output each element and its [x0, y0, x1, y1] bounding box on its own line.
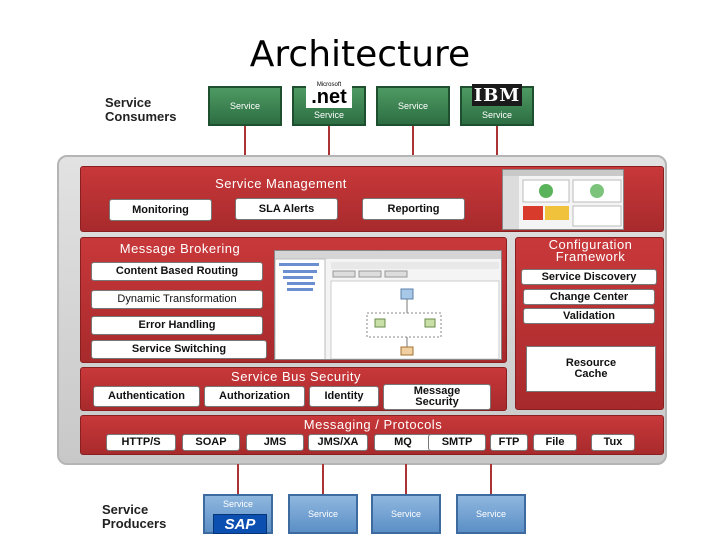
error-handling-pill[interactable]: Error Handling [91, 316, 263, 335]
sla-alerts-pill[interactable]: SLA Alerts [235, 198, 338, 220]
consumer-service-box-ibm[interactable]: IBM Service [460, 84, 534, 126]
producer-service-label: Service [222, 499, 253, 509]
consumer-service-label: Service [481, 110, 512, 120]
dotnet-logo: Microsoft .net [306, 82, 352, 108]
consumer-service-box[interactable]: Service [208, 86, 282, 126]
dashboard-thumbnail-icon [503, 170, 623, 229]
monitoring-pill[interactable]: Monitoring [109, 199, 212, 221]
producer-service-label: Service [390, 509, 421, 519]
validation-pill[interactable]: Validation [523, 308, 655, 324]
protocol-ftp[interactable]: FTP [490, 434, 528, 451]
resource-cache-box[interactable]: Resource Cache [526, 346, 656, 392]
protocol-soap[interactable]: SOAP [182, 434, 240, 451]
producer-service-label: Service [307, 509, 338, 519]
message-brokering-title: Message Brokering [119, 241, 241, 256]
sap-logo: SAP [213, 514, 267, 534]
messaging-title: Messaging / Protocols [303, 417, 443, 432]
dashboard-screenshot [502, 169, 624, 230]
change-center-pill[interactable]: Change Center [523, 289, 655, 305]
producer-connector [490, 464, 492, 496]
authentication-pill[interactable]: Authentication [93, 386, 200, 407]
producers-label: Service Producers [102, 502, 167, 531]
service-management-title: Service Management [215, 176, 347, 191]
consumer-connector [328, 124, 330, 156]
message-brokering-panel: Message Brokering Content Based Routing … [80, 237, 507, 363]
service-management-panel: Service Management Monitoring SLA Alerts… [80, 166, 664, 232]
content-routing-pill[interactable]: Content Based Routing [91, 262, 263, 281]
consumer-connector [412, 124, 414, 156]
protocol-smtp[interactable]: SMTP [428, 434, 486, 451]
producer-service-box[interactable]: Service [371, 494, 441, 534]
service-discovery-pill[interactable]: Service Discovery [521, 269, 657, 285]
protocol-tux[interactable]: Tux [591, 434, 635, 451]
message-security-pill[interactable]: Message Security [383, 384, 491, 410]
security-panel: Service Bus Security Authentication Auth… [80, 367, 507, 411]
reporting-pill[interactable]: Reporting [362, 198, 465, 220]
consumer-connector [244, 124, 246, 156]
producer-connector [322, 464, 324, 496]
protocol-jms[interactable]: JMS [246, 434, 304, 451]
configuration-panel: Configuration Framework Service Discover… [515, 237, 664, 410]
protocol-file[interactable]: File [533, 434, 577, 451]
consumer-service-label: Service [397, 101, 428, 111]
ibm-logo: IBM [472, 84, 522, 106]
security-title: Service Bus Security [231, 369, 361, 384]
message-flow-screenshot [274, 250, 502, 360]
producer-service-label: Service [475, 509, 506, 519]
messaging-panel: Messaging / Protocols HTTP/S SOAP JMS JM… [80, 415, 664, 455]
authorization-pill[interactable]: Authorization [204, 386, 305, 407]
consumer-service-label: Service [229, 101, 260, 111]
producer-service-box[interactable]: Service [288, 494, 358, 534]
consumer-service-box-net[interactable]: Microsoft .net Service [292, 82, 366, 126]
producer-connector [405, 464, 407, 496]
protocol-https[interactable]: HTTP/S [106, 434, 176, 451]
page-title: Architecture [249, 34, 471, 75]
protocol-jmsxa[interactable]: JMS/XA [308, 434, 368, 451]
producer-service-box[interactable]: Service [456, 494, 526, 534]
consumer-service-label: Service [313, 110, 344, 120]
identity-pill[interactable]: Identity [309, 386, 379, 407]
producer-service-box-sap[interactable]: Service SAP [203, 494, 273, 534]
dotnet-logo-small: Microsoft [316, 82, 342, 88]
consumers-label: Service Consumers [105, 95, 177, 124]
producer-connector [237, 464, 239, 496]
protocol-mq[interactable]: MQ [374, 434, 432, 451]
service-switching-pill[interactable]: Service Switching [91, 340, 267, 359]
dynamic-transformation-pill[interactable]: Dynamic Transformation [91, 290, 263, 309]
consumer-service-box[interactable]: Service [376, 86, 450, 126]
configuration-title: Configuration Framework [548, 237, 633, 264]
consumer-connector [496, 124, 498, 156]
message-flow-thumbnail-icon [275, 251, 501, 359]
dotnet-logo-text: .net [311, 86, 347, 108]
